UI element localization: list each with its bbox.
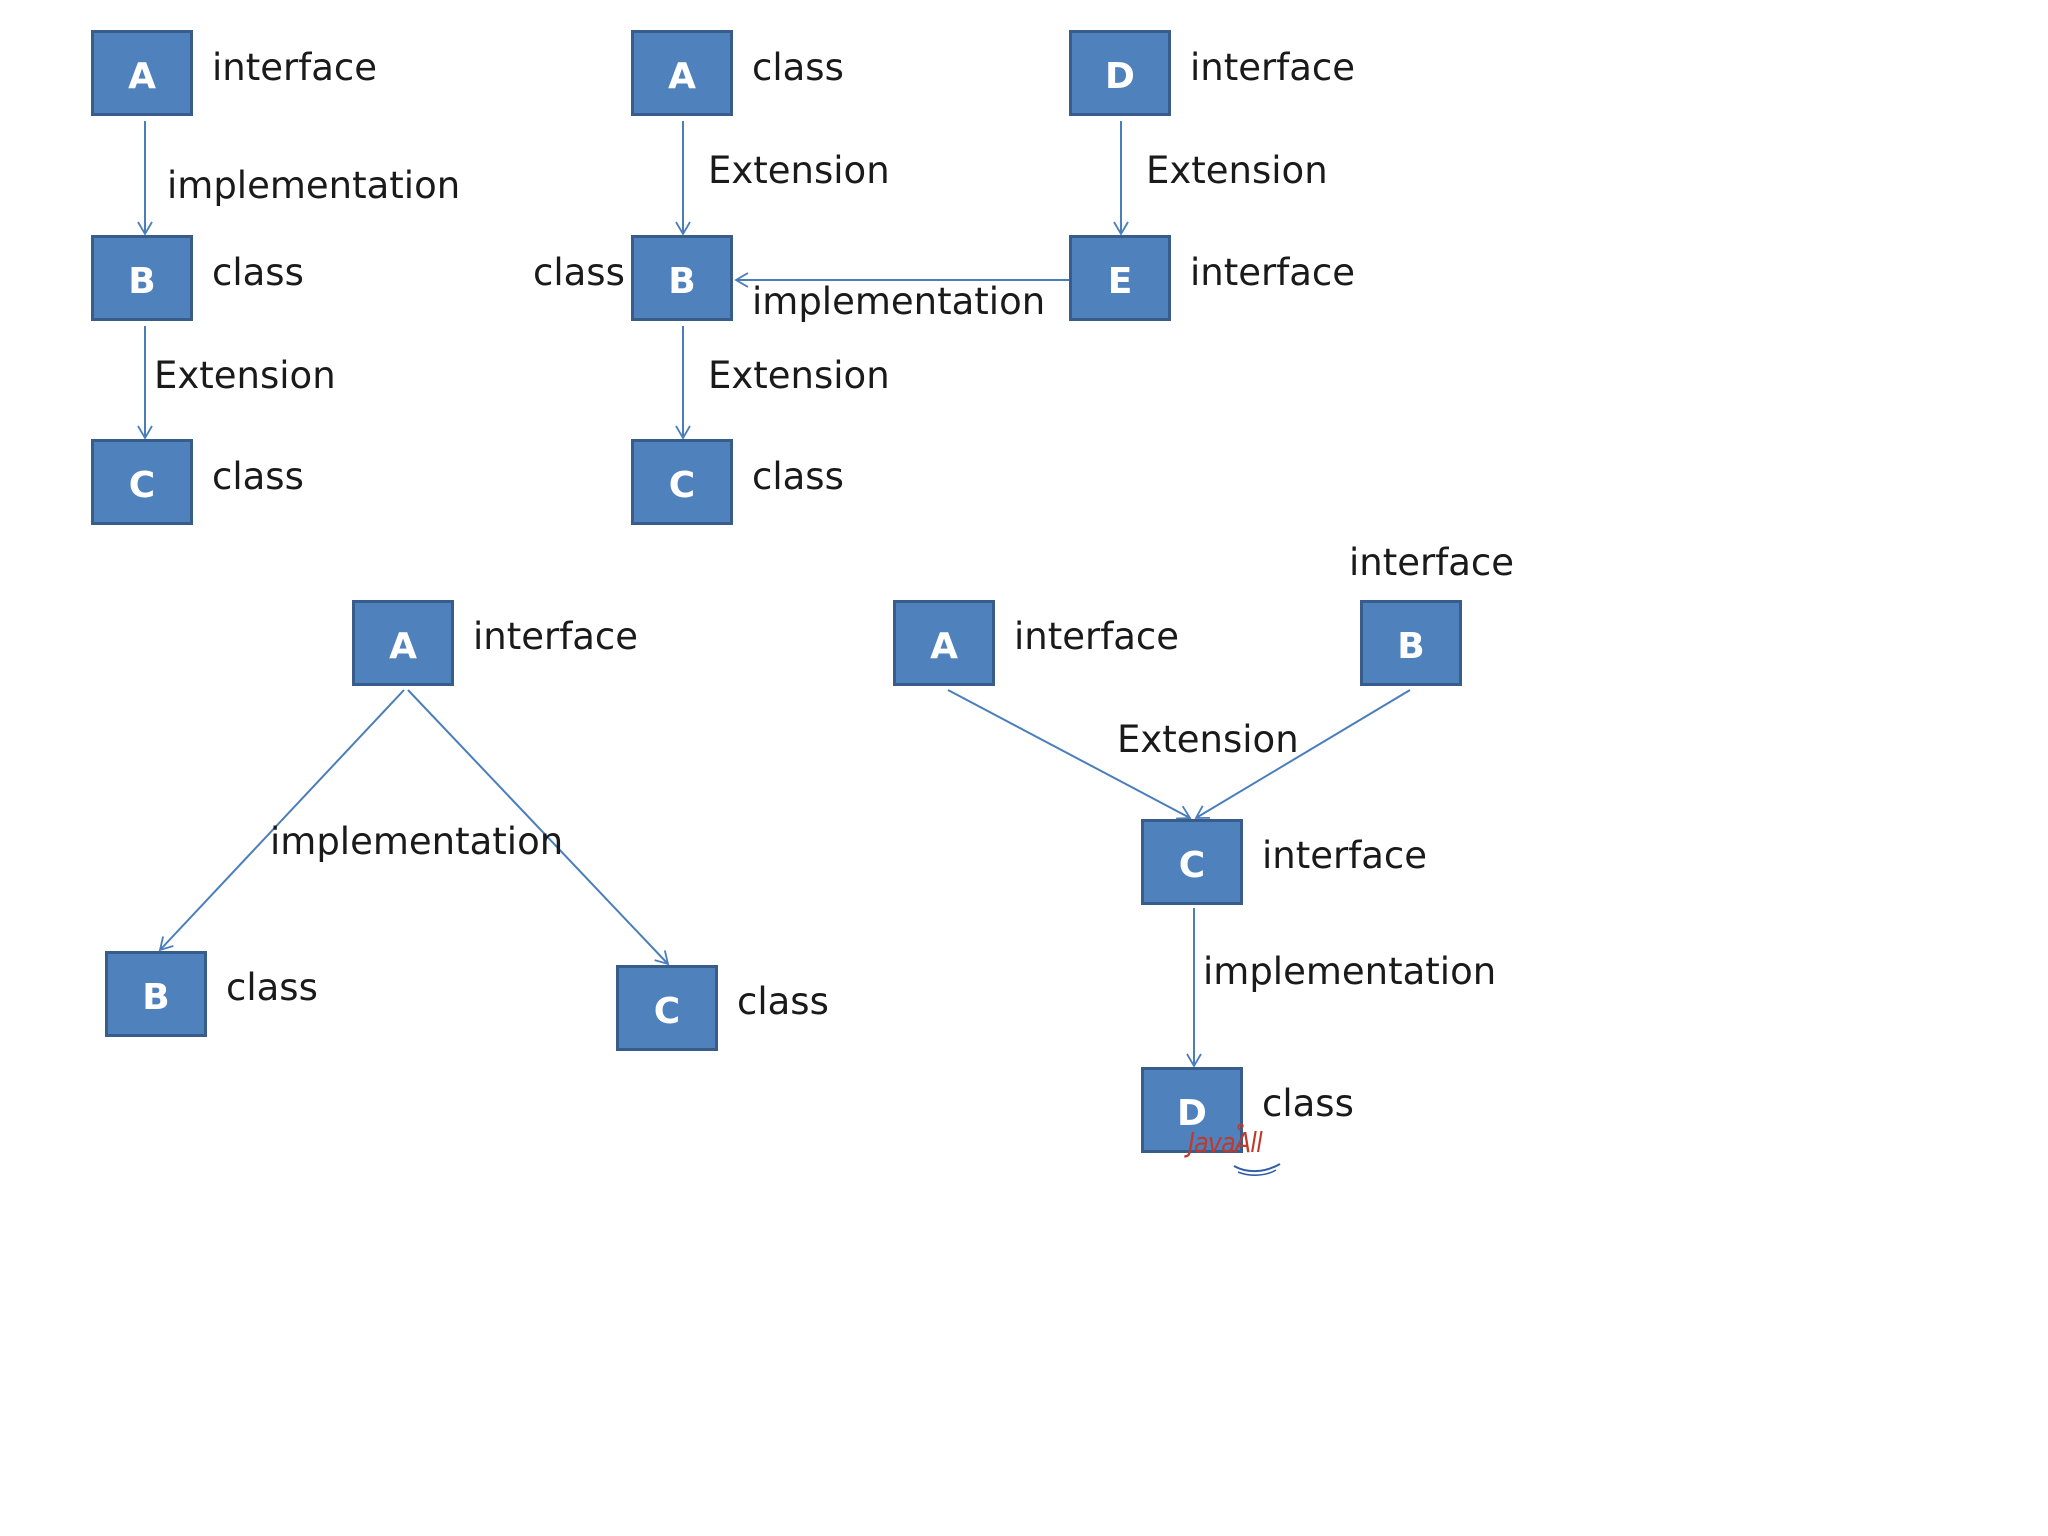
edge-d3-a-b (158, 689, 405, 952)
edge-label-d2-e-b: implementation (752, 280, 1046, 323)
node-d1-a: A (91, 30, 193, 116)
edge-label-d1-a-b: implementation (167, 164, 461, 207)
node-d1-c: C (91, 439, 193, 525)
node-d2-e: E (1069, 235, 1171, 321)
node-d2-b: B (631, 235, 733, 321)
node-d4-c: C (1141, 819, 1243, 905)
node-d1-b: B (91, 235, 193, 321)
type-label-d3-b: class (226, 966, 318, 1009)
type-label-d2-e: interface (1190, 251, 1356, 294)
type-label-d2-a: class (752, 46, 844, 89)
type-label-d4-d: class (1262, 1082, 1354, 1125)
edge-label-d2-d-e: Extension (1146, 149, 1328, 192)
watermark: JavaAll (1188, 1122, 1298, 1176)
watermark-text: JavaAll (1188, 1126, 1263, 1159)
type-label-d2-b: class (533, 251, 625, 294)
type-label-d1-b: class (212, 251, 304, 294)
type-label-d4-a: interface (1014, 615, 1180, 658)
node-d2-d: D (1069, 30, 1171, 116)
node-d3-b: B (105, 951, 207, 1037)
node-d3-c: C (616, 965, 718, 1051)
type-label-d4-b: interface (1349, 541, 1515, 584)
type-label-d4-c: interface (1262, 834, 1428, 877)
edge-label-d4-a-c: Extension (1117, 718, 1299, 761)
edge-label-d1-b-c: Extension (154, 354, 336, 397)
java-coffee-cup-icon (1233, 1123, 1281, 1176)
type-label-d1-a: interface (212, 46, 378, 89)
edge-d4-a-c (947, 689, 1192, 820)
edge-label-d2-b-c: Extension (708, 354, 890, 397)
node-d2-c: C (631, 439, 733, 525)
edge-label-d3-a-b: implementation (270, 820, 564, 863)
type-label-d1-c: class (212, 455, 304, 498)
node-d4-d: D (1141, 1067, 1243, 1153)
node-d2-a: A (631, 30, 733, 116)
node-d4-a: A (893, 600, 995, 686)
edge-label-d4-c-d: implementation (1203, 950, 1497, 993)
type-label-d3-c: class (737, 980, 829, 1023)
node-d3-a: A (352, 600, 454, 686)
diagram-canvas (137, 121, 1411, 1068)
node-d4-b: B (1360, 600, 1462, 686)
type-label-d2-c: class (752, 455, 844, 498)
type-label-d2-d: interface (1190, 46, 1356, 89)
edge-d4-b-c (1194, 689, 1411, 819)
type-label-d3-a: interface (473, 615, 639, 658)
edge-d3-a-c (407, 689, 670, 966)
edge-label-d2-a-b: Extension (708, 149, 890, 192)
